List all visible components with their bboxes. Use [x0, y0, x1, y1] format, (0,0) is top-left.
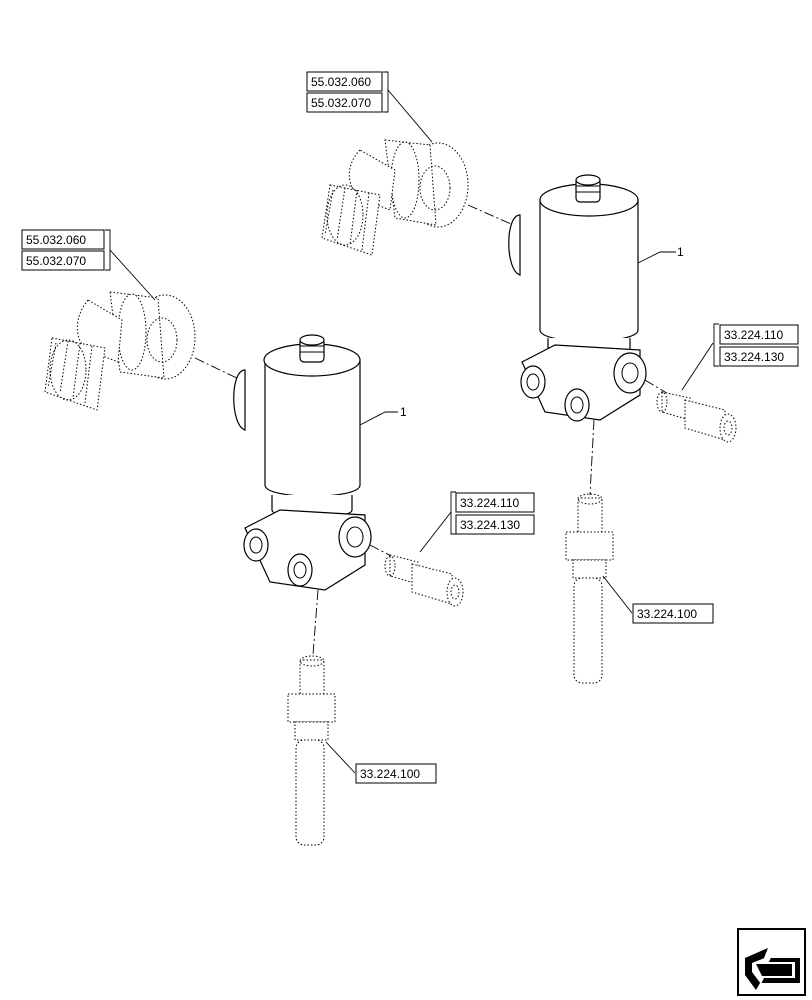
pipe-right	[565, 493, 614, 684]
ref-label-33-224-130-left[interactable]: 33.224.130	[460, 518, 520, 532]
ref-label-55-032-060-left[interactable]: 55.032.060	[26, 233, 86, 247]
pipe-left	[287, 655, 336, 846]
ref-group-right-fitting: 33.224.110 33.224.130	[713, 323, 799, 367]
electrical-connector-left	[44, 291, 196, 411]
electrical-connector-right	[321, 139, 469, 256]
ref-label-33-224-110-left[interactable]: 33.224.110	[460, 496, 519, 510]
ref-label-33-224-100-left[interactable]: 33.224.100	[360, 767, 420, 781]
ref-group-left-pipe: 33.224.100	[355, 763, 437, 784]
solenoid-valve-right	[508, 174, 647, 422]
ref-group-right-pipe: 33.224.100	[632, 603, 714, 624]
next-page-arrow-icon[interactable]	[737, 928, 806, 996]
fitting-left	[384, 554, 464, 607]
leader-lines	[109, 89, 714, 774]
ref-group-left-connector: 55.032.060 55.032.070	[21, 229, 111, 271]
solenoid-valve-left	[233, 334, 372, 591]
item-number-valve-left: 1	[400, 405, 407, 419]
ref-label-55-032-060-top[interactable]: 55.032.060	[311, 75, 371, 89]
valve-assembly-right	[321, 139, 737, 684]
item-number-valve-right: 1	[677, 245, 684, 259]
ref-label-55-032-070-left[interactable]: 55.032.070	[26, 254, 86, 268]
ref-label-55-032-070-top[interactable]: 55.032.070	[311, 96, 371, 110]
ref-label-33-224-100-right[interactable]: 33.224.100	[637, 607, 697, 621]
ref-label-33-224-130-right[interactable]: 33.224.130	[724, 350, 784, 364]
ref-group-top-connector: 55.032.060 55.032.070	[306, 71, 389, 113]
valve-assembly-left	[44, 291, 464, 846]
ref-group-left-fitting: 33.224.110 33.224.130	[450, 491, 535, 535]
ref-label-33-224-110-right[interactable]: 33.224.110	[724, 328, 783, 342]
fitting-right	[656, 391, 737, 443]
